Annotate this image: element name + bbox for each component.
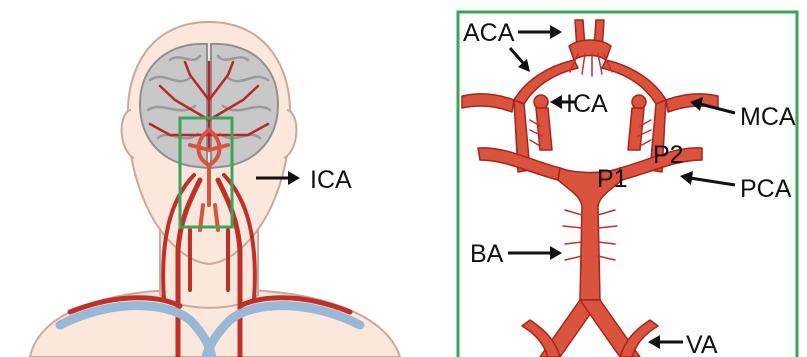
mca-label: MCA	[740, 103, 796, 131]
p1-label: P1	[597, 165, 628, 193]
ica-label: ICA	[310, 166, 352, 194]
aca-label: ACA	[463, 19, 515, 47]
ica-detail-label: ICA	[566, 90, 608, 118]
circle-of-willis-detail	[462, 20, 718, 357]
ba-label: BA	[470, 240, 504, 268]
head-illustration: ICA	[30, 22, 400, 357]
p2-label: P2	[653, 141, 684, 169]
pca-label: PCA	[740, 175, 792, 203]
va-label: VA	[686, 331, 718, 357]
